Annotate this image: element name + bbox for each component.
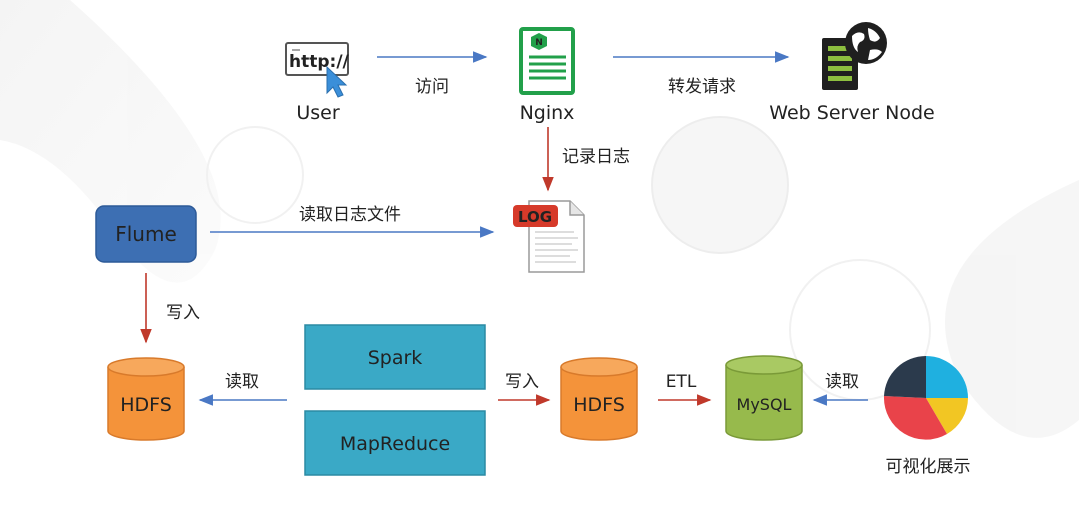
web-server-label: Web Server Node (769, 102, 934, 124)
pie-chart-icon (883, 355, 968, 440)
edge-label-visit: 访问 (415, 77, 449, 97)
edge-label-read-right: 读取 (825, 372, 859, 392)
hdfs-right-node (560, 357, 638, 441)
user-label: User (296, 102, 339, 124)
hdfs-right-label: HDFS (573, 394, 625, 416)
edge-label-write-left: 写入 (166, 303, 200, 323)
log-badge: LOG (518, 208, 552, 226)
log-file-icon: LOG (513, 200, 585, 273)
spark-node (304, 324, 486, 390)
edge-label-etl: ETL (666, 372, 697, 392)
edge-label-record-log: 记录日志 (562, 147, 630, 167)
hdfs-left-node (107, 357, 185, 441)
flume-node (95, 205, 197, 263)
nginx-label: Nginx (520, 102, 575, 124)
server-globe-icon (822, 22, 887, 90)
user-url-text: http:// (289, 52, 350, 72)
mysql-label: MySQL (737, 395, 792, 414)
edge-label-write-right: 写入 (505, 372, 539, 392)
visualization-label: 可视化展示 (886, 457, 971, 477)
mapreduce-node (304, 410, 486, 476)
browser-cursor-icon: http:// (285, 42, 350, 98)
mysql-node (725, 355, 803, 441)
nginx-badge: N (535, 38, 543, 48)
spark-label: Spark (368, 347, 423, 369)
edge-label-read-left: 读取 (225, 372, 259, 392)
edge-label-forward: 转发请求 (668, 77, 736, 97)
flume-label: Flume (115, 222, 177, 246)
edge-label-read-log-file: 读取日志文件 (299, 205, 401, 225)
nginx-server-icon: N (519, 27, 575, 95)
mapreduce-label: MapReduce (340, 433, 450, 455)
hdfs-left-label: HDFS (120, 394, 172, 416)
